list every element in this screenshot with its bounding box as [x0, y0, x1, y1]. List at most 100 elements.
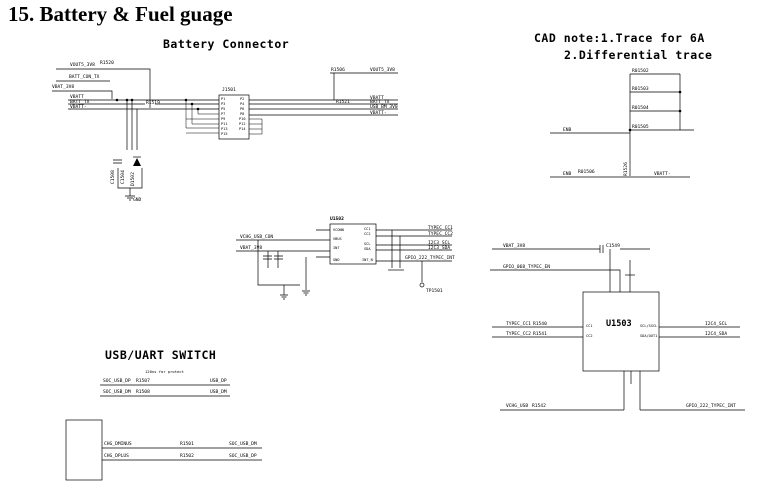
net-label: BATT_TX	[70, 99, 90, 105]
net-label: ENB	[563, 127, 572, 133]
usb-uart-switch-heading: USB/UART SWITCH	[105, 348, 217, 362]
pin-label: SDA/OUT1	[640, 334, 657, 338]
wire	[52, 90, 113, 99]
net-label: VBATT-	[370, 110, 387, 116]
resistor-label: R1526	[623, 162, 629, 176]
ground-symbol	[125, 195, 135, 201]
pin-label: P11	[221, 122, 228, 126]
wire	[490, 260, 631, 292]
cap-label: C1504	[120, 170, 126, 184]
cap-c1549-symbol	[599, 245, 604, 253]
net-label: GPIO_222_TYPEC_INT	[405, 255, 455, 261]
net-label: VBAT_3V8	[52, 84, 74, 90]
pin-label: P13	[221, 127, 228, 131]
resistor-label: R1542	[532, 403, 546, 409]
resistor-label: R1519	[146, 100, 160, 106]
cad-note-line-2: 2.Differential trace	[564, 48, 713, 62]
pin-label: P14	[239, 127, 246, 131]
switch-note: 120ns for protect	[145, 369, 184, 374]
pin-label: P4	[240, 102, 244, 106]
resistor-label: R1502	[180, 453, 194, 459]
net-label: BATT_CON_TX	[69, 74, 100, 80]
connector-j1501-body	[218, 94, 250, 140]
cap-label: C1508	[110, 170, 116, 184]
pin-label: INT	[333, 246, 340, 250]
resistor-label: R1501	[180, 441, 194, 447]
net-label: I2C4_SCL	[705, 321, 727, 327]
cap-label: C1549	[606, 243, 620, 249]
net-label: CHG_DPLUS	[104, 453, 129, 459]
resistor-label: R01502	[632, 68, 649, 74]
wire	[56, 68, 151, 108]
pin-label: P9	[221, 117, 225, 121]
net-label: VBATT	[370, 95, 384, 101]
resistor-label: R01503	[632, 86, 649, 92]
net-label: I2C4_SDA	[705, 331, 727, 337]
pin-label: SCL/SSCL	[640, 324, 657, 328]
net-label: I2C3_SCL	[428, 240, 450, 246]
net-label: VBATT	[70, 94, 84, 100]
wire	[185, 100, 219, 134]
u1502-section: U1502 VCONN VBUS INT GND CC1 CC2 SCL SDA…	[236, 216, 455, 300]
net-label: ENB	[563, 171, 572, 177]
usb-switch-section: 120ns for protect SOC_USB_DP R1507 USB_D…	[65, 369, 262, 481]
wire	[126, 100, 138, 150]
wire	[305, 229, 330, 290]
pin-label: SCL	[364, 242, 371, 246]
net-label: USB_DM	[210, 389, 227, 395]
pin-label: P1	[221, 97, 225, 101]
wire	[330, 72, 398, 100]
net-label: VBAT_3V8	[503, 243, 525, 249]
wire	[630, 73, 680, 131]
pin-label: VCONN	[333, 228, 344, 232]
gnd-wire	[117, 168, 143, 196]
u1503-body	[582, 291, 660, 372]
pin-label: P2	[240, 97, 244, 101]
u1503-section: VBAT_3V8 C1549 GPIO_068_TYPEC_EN U1503 C…	[490, 243, 745, 411]
diode-d1502-symbol	[133, 158, 141, 166]
net-label: VBATT-	[70, 104, 87, 110]
pin-label: CC2	[364, 232, 371, 236]
pin-label: P7	[221, 112, 225, 116]
wire	[249, 118, 263, 135]
pin-label: P6	[240, 107, 244, 111]
net-label: SOC_USB_DP	[229, 453, 257, 459]
switch-ic-body	[65, 419, 103, 481]
wire	[492, 248, 650, 292]
resistor-label: R1520	[100, 60, 114, 66]
pin-label: P10	[239, 117, 246, 121]
net-label: USB_DP	[210, 378, 227, 384]
junction-dot	[678, 90, 682, 94]
net-label: VOUT5_3V8	[70, 62, 95, 68]
resistor-label: R01506	[578, 169, 595, 175]
junction-dot	[115, 98, 119, 102]
net-label: SOC_USB_DM	[103, 389, 131, 395]
resistor-label: R01505	[632, 124, 649, 130]
wire	[623, 371, 641, 410]
ground-symbol	[302, 290, 310, 296]
page-title: 15. Battery & Fuel guage	[8, 2, 233, 26]
connector-ref: J1501	[222, 87, 236, 93]
junction-dot	[678, 109, 682, 113]
pin-label: INT_N	[362, 258, 373, 262]
net-label: GPIO_068_TYPEC_EN	[503, 264, 550, 270]
resistor-label: R01504	[632, 105, 649, 111]
resistor-label: R1540	[533, 321, 547, 327]
pin-label: P12	[239, 122, 246, 126]
battery-connector-heading: Battery Connector	[163, 37, 290, 51]
pin-label: GND	[333, 258, 340, 262]
net-label: BATT_TX	[370, 99, 390, 105]
ic-ref: U1502	[330, 216, 344, 222]
cad-note-line-1: CAD note:1.Trace for 6A	[534, 31, 705, 45]
net-label: GPIO_222_TYPEC_INT	[686, 403, 736, 409]
net-label: TYPEC_CC1	[506, 321, 531, 327]
pin-label: P15	[221, 132, 228, 136]
net-label: VBAT_3V8	[240, 245, 262, 251]
pin-label: SDA	[364, 247, 371, 251]
wire	[550, 129, 694, 134]
pin-label: P5	[221, 107, 225, 111]
net-label: TYPEC_CC2	[506, 331, 531, 337]
net-label: VCHG_USB_CON	[240, 234, 273, 240]
resistor-label: R1508	[136, 389, 150, 395]
